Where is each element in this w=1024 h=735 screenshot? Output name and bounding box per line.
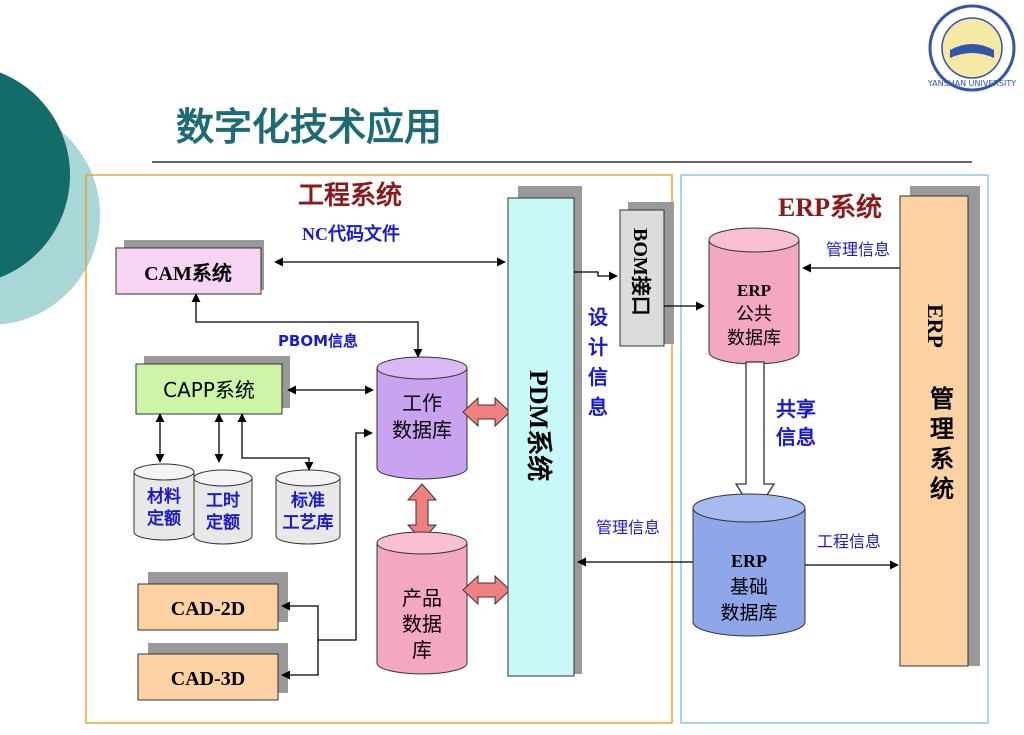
svg-text:理: 理 [930, 415, 954, 443]
svg-text:数据库: 数据库 [392, 418, 452, 442]
product-database: 产品 数据 库 [376, 531, 468, 675]
mgmt-info-top-label: 管理信息 [826, 240, 890, 259]
engineering-frame [85, 174, 673, 724]
cam-to-workdb-arrow [191, 293, 423, 358]
svg-text:息: 息 [588, 395, 608, 419]
logo-text: YANSHAN UNIVERSITY [927, 79, 1016, 88]
svg-text:信息: 信息 [776, 425, 816, 449]
work-database: 工作 数据库 [376, 356, 468, 480]
cad3d-label: CAD-3D [171, 668, 245, 690]
shared-info-arrow [734, 361, 776, 516]
erp-frame [680, 174, 989, 724]
svg-text:ERP: ERP [731, 551, 767, 571]
cad-to-workdb-arrow [318, 428, 373, 641]
svg-text:库: 库 [412, 638, 432, 662]
svg-text:共享: 共享 [776, 397, 816, 421]
capp-label: CAPP系统 [163, 378, 255, 402]
svg-text:数据: 数据 [402, 612, 442, 636]
pdm-system-box [507, 197, 575, 677]
erp-mgmt-erp-label: ERP [923, 304, 948, 348]
svg-text:ERP: ERP [737, 281, 771, 300]
svg-text:工艺库: 工艺库 [283, 512, 334, 533]
svg-text:数据库: 数据库 [727, 328, 781, 349]
svg-text:系: 系 [930, 445, 954, 473]
nc-code-label: NC代码文件 [302, 223, 400, 244]
workdb-pdm-arrow [462, 396, 511, 428]
svg-text:计: 计 [588, 335, 608, 359]
svg-text:统: 统 [930, 475, 954, 503]
engineering-info-label: 工程信息 [817, 532, 881, 551]
bom-interface-box [619, 209, 665, 347]
erp-mgmt-system-box [899, 195, 969, 667]
cam-box [115, 247, 262, 295]
capp-box [135, 363, 283, 415]
design-info-label: 设 计 信 息 [588, 305, 608, 419]
svg-text:设: 设 [588, 305, 608, 329]
mgmt-info-left-label: 管理信息 [596, 518, 660, 537]
standard-process-db: 标准 工艺库 [275, 469, 341, 545]
svg-text:数据库: 数据库 [720, 602, 777, 624]
svg-text:标准: 标准 [291, 490, 325, 511]
svg-text:定额: 定额 [206, 512, 240, 533]
pbom-label: PBOM信息 [278, 332, 358, 350]
svg-text:材料: 材料 [147, 486, 181, 507]
cad3d-box [137, 653, 279, 701]
page-title: 数字化技术应用 [176, 105, 442, 149]
material-quota-db: 材料 定额 [133, 463, 195, 541]
university-logo: YANSHAN UNIVERSITY [927, 4, 1016, 92]
cad2d-label: CAD-2D [171, 598, 245, 620]
erp-group-title: ERP系统 [778, 192, 882, 222]
productdb-pdm-arrow [462, 574, 511, 606]
svg-text:管: 管 [930, 385, 954, 413]
time-quota-db: 工时 定额 [193, 469, 253, 545]
shared-info-label: 共享 信息 [776, 397, 816, 449]
cam-label: CAM系统 [144, 261, 232, 285]
svg-text:工时: 工时 [206, 491, 240, 511]
svg-text:产品: 产品 [402, 586, 442, 610]
erp-base-database: ERP 基础 数据库 [692, 493, 806, 637]
svg-text:定额: 定额 [147, 508, 181, 529]
svg-text:公共: 公共 [736, 304, 772, 325]
bom-interface-label: BOM接口 [629, 228, 652, 316]
svg-text:工作: 工作 [402, 391, 442, 415]
engineering-group-title: 工程系统 [298, 180, 402, 210]
svg-text:信: 信 [588, 365, 608, 389]
erp-mgmt-system-label: 管 理 系 统 [930, 385, 954, 503]
erp-public-database: ERP 公共 数据库 [708, 227, 800, 365]
cad2d-box [137, 583, 279, 631]
decorative-circles [0, 72, 100, 325]
capp-standard-arrow [237, 413, 314, 471]
svg-text:基础: 基础 [730, 576, 768, 598]
pdm-bom-arrow [574, 271, 618, 281]
pdm-label: PDM系统 [524, 370, 554, 481]
